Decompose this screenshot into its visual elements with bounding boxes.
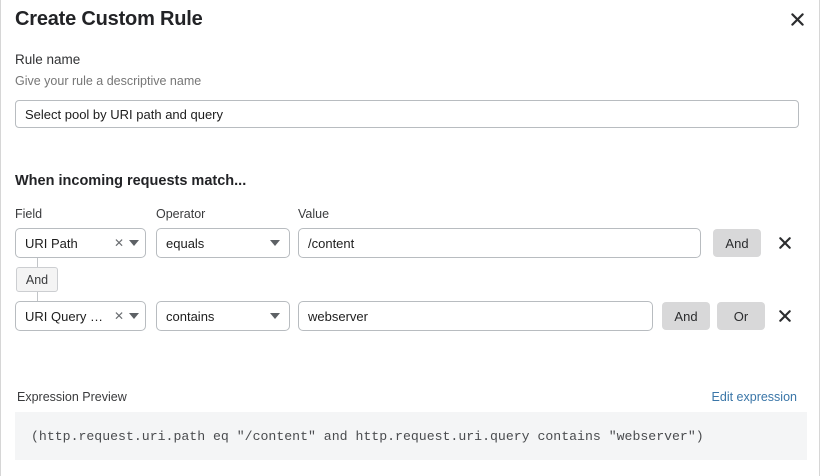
value-input-2[interactable] [298, 301, 653, 331]
dialog-title: Create Custom Rule [15, 8, 203, 30]
close-icon [779, 310, 791, 322]
delete-condition-button-2[interactable] [776, 305, 794, 327]
operator-select-2-label: contains [166, 308, 215, 324]
field-select-1[interactable]: URI Path ✕ [15, 228, 146, 258]
field-select-2[interactable]: URI Query St... ✕ [15, 301, 146, 331]
chevron-down-icon[interactable] [270, 313, 280, 319]
condition-row: URI Query St... ✕ contains And Or [1, 301, 820, 331]
operator-select-2[interactable]: contains [156, 301, 290, 331]
expression-preview-box: (http.request.uri.path eq "/content" and… [15, 412, 807, 460]
condition-row: URI Path ✕ equals And [1, 228, 820, 258]
value-input-1[interactable] [298, 228, 701, 258]
clear-x-icon[interactable]: ✕ [113, 236, 124, 250]
operator-select-1-label: equals [166, 235, 205, 251]
chevron-down-icon[interactable] [270, 240, 280, 246]
clear-x-icon[interactable]: ✕ [113, 309, 124, 323]
match-section-heading: When incoming requests match... [15, 173, 247, 189]
field-select-1-label: URI Path [25, 235, 78, 251]
close-icon [790, 12, 804, 26]
logic-and-button-2[interactable]: And [662, 302, 710, 330]
column-header-operator: Operator [156, 207, 206, 221]
logic-and-button-1[interactable]: And [713, 229, 761, 257]
field-select-2-label: URI Query St... [25, 308, 111, 324]
rule-name-input[interactable] [15, 100, 799, 128]
expression-preview-text: (http.request.uri.path eq "/content" and… [31, 428, 704, 444]
rule-name-label: Rule name [15, 52, 81, 67]
delete-condition-button-1[interactable] [776, 232, 794, 254]
column-header-field: Field [15, 207, 43, 221]
chevron-down-icon[interactable] [129, 313, 139, 319]
rule-name-hint: Give your rule a descriptive name [15, 74, 202, 88]
close-dialog-button[interactable] [784, 6, 810, 32]
edit-expression-link[interactable]: Edit expression [711, 390, 797, 404]
column-header-value: Value [298, 207, 330, 221]
logic-or-button-2[interactable]: Or [717, 302, 765, 330]
chevron-down-icon[interactable] [129, 240, 139, 246]
logic-chip-and[interactable]: And [16, 267, 58, 292]
close-icon [779, 237, 791, 249]
operator-select-1[interactable]: equals [156, 228, 290, 258]
expression-preview-label: Expression Preview [17, 390, 127, 404]
